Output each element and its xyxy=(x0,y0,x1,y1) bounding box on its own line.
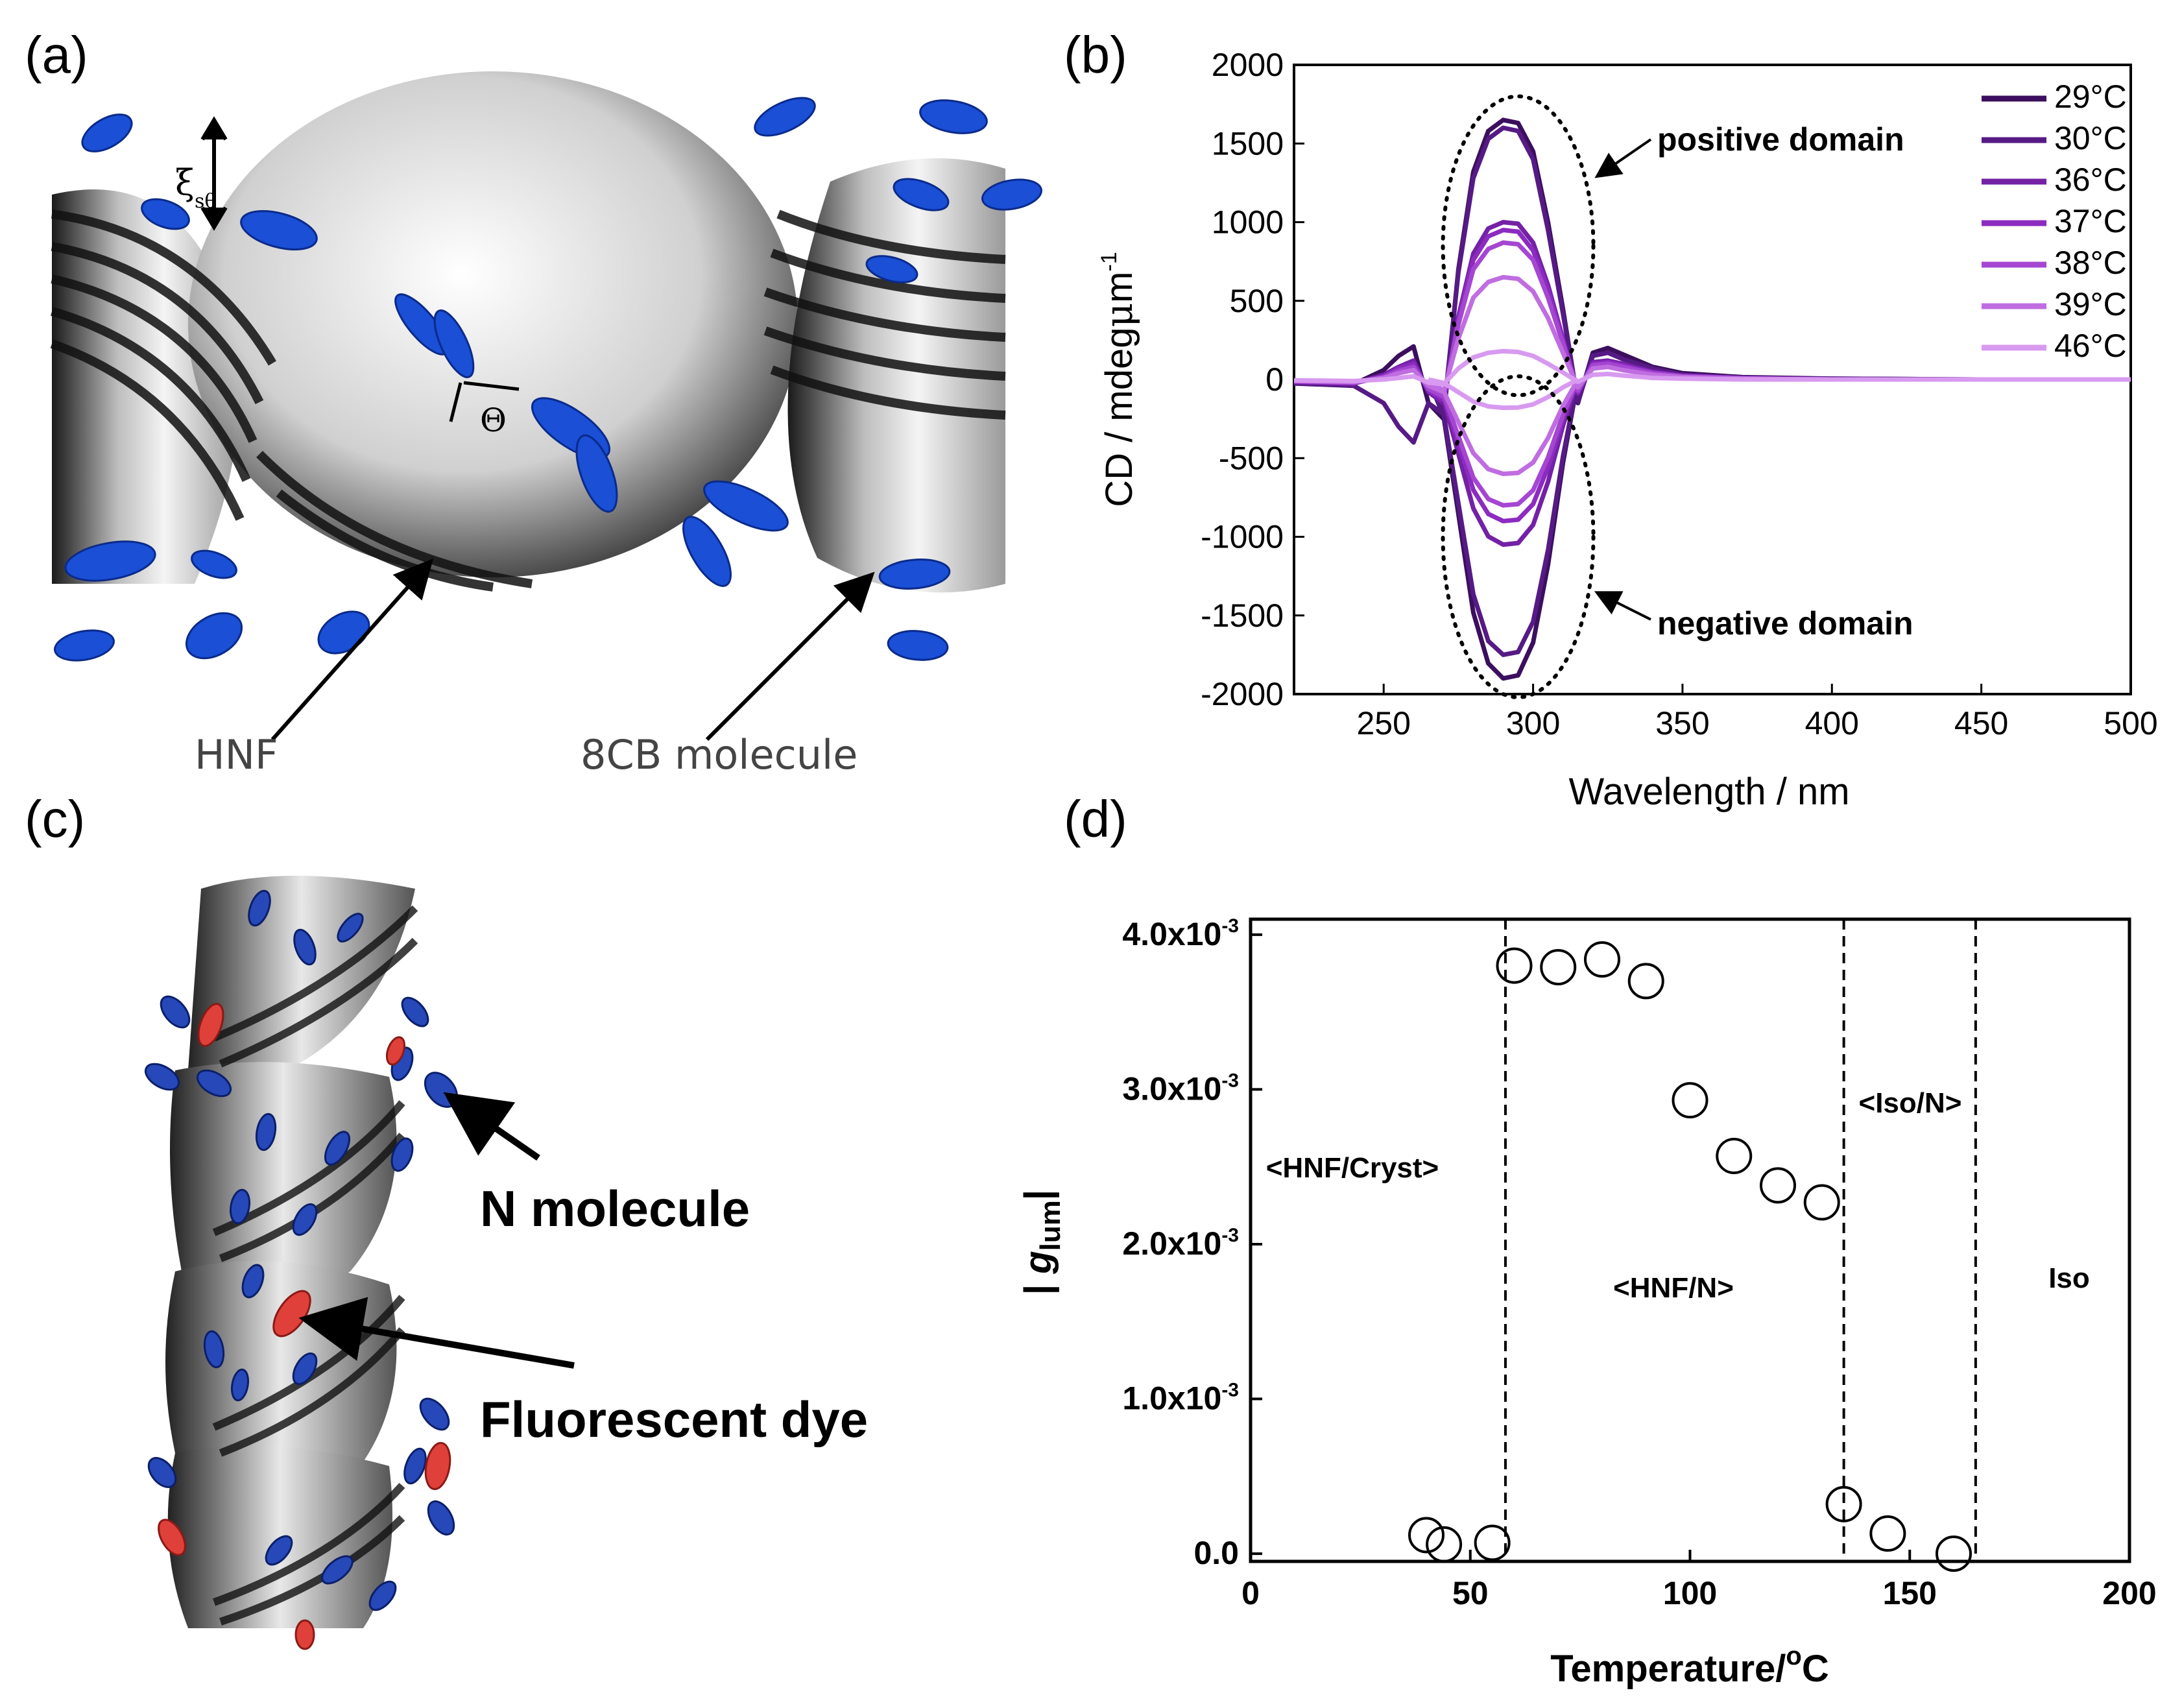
glum-data-point xyxy=(1936,1535,1972,1572)
glum-data-point xyxy=(1474,1524,1511,1561)
negative-domain-label: negative domain xyxy=(1657,605,1913,642)
x-tick-label-d: 50 xyxy=(1452,1575,1489,1611)
y-tick-label-b: 500 xyxy=(1230,283,1284,319)
y-tick-label-b: -2000 xyxy=(1201,676,1284,712)
xi-symbol: ξ xyxy=(175,162,195,203)
legend-b: 29°C 30°C 36°C 37°C 38°C 39°C 46°C xyxy=(1982,78,2127,364)
helix-illustration-a xyxy=(50,71,1006,593)
x-tick-label-b: 350 xyxy=(1655,705,1709,741)
legend-label-29: 29°C xyxy=(2054,78,2127,115)
cd-series-30-negative xyxy=(1426,378,1581,657)
panel-d: (d) 0.01.0x10-32.0x10-33.0x10-34.0x10-3 … xyxy=(1017,790,2157,1690)
hnf-label: HNF xyxy=(195,731,278,778)
n-molecule-label: N molecule xyxy=(480,1180,750,1237)
y-tick-label-b: 1000 xyxy=(1212,204,1284,241)
cd-series-30-line xyxy=(1293,125,2131,445)
y-tick-label-d: 2.0x10-3 xyxy=(1122,1225,1239,1262)
y-tick-label-b: 2000 xyxy=(1212,47,1284,83)
legend-label-38: 38°C xyxy=(2054,245,2127,281)
y-axis-title-b: CD / mdegμm-1 xyxy=(1097,252,1141,507)
cd-series-46-line xyxy=(1293,348,2131,387)
annotation-arrows-a xyxy=(200,116,875,741)
theta-symbol: Θ xyxy=(480,402,507,439)
x-tick-label-d: 200 xyxy=(2102,1575,2156,1611)
x-axis-title-d: Temperature/oC xyxy=(1550,1642,1828,1690)
y-axis-title-d: | glum| xyxy=(1017,1190,1066,1295)
x-tick-label-d: 150 xyxy=(1883,1575,1937,1611)
glum-data-point xyxy=(1584,941,1620,978)
x-tick-label-b: 300 xyxy=(1506,705,1560,741)
y-tick-label-d: 3.0x10-3 xyxy=(1122,1070,1239,1107)
panel-a: (a) xyxy=(25,26,1042,778)
x-axis-title-b: Wavelength / nm xyxy=(1568,771,1849,813)
y-tick-label-d: 0.0 xyxy=(1193,1535,1239,1571)
y-tick-label-b: 0 xyxy=(1265,361,1284,398)
positive-domain-label: positive domain xyxy=(1657,121,1904,158)
glum-data-point xyxy=(1803,1184,1840,1221)
legend-label-46: 46°C xyxy=(2054,328,2127,364)
x-axis-d: 0 50 100 150 200 xyxy=(1241,1550,2157,1611)
x-tick-label-b: 250 xyxy=(1356,705,1410,741)
cd-series-39-negative xyxy=(1427,378,1580,476)
y-tick-label-b: 1500 xyxy=(1212,125,1284,162)
cd-series-36-negative xyxy=(1426,378,1581,547)
panel-c: (c) xyxy=(25,790,868,1650)
y-axis-d: 0.0 1.0x10-3 2.0x10-3 3.0x10-3 4.0x10-3 xyxy=(1122,915,1262,1571)
glum-data-point xyxy=(1825,1485,1862,1522)
cd-series-38-negative xyxy=(1426,378,1580,508)
x-tick-label-b: 450 xyxy=(1954,705,2008,741)
xi-subscript: sθ xyxy=(195,190,216,213)
y-axis-b: -2000 -1500 -1000 -500 0 500 1000 1500 2000 xyxy=(1201,47,1304,712)
legend-label-39: 39°C xyxy=(2054,286,2127,322)
x-tick-label-b: 500 xyxy=(2104,705,2157,741)
legend-label-30: 30°C xyxy=(2054,120,2127,156)
y-tick-label-d: 4.0x10-3 xyxy=(1122,915,1239,952)
n-molecules-c xyxy=(144,889,459,1611)
glum-data-point xyxy=(1540,948,1577,985)
glum-data-point xyxy=(1426,1526,1463,1563)
panel-c-label: (c) xyxy=(25,790,85,848)
panel-b: (b) -2000-1500-1000-5000500100015002000 … xyxy=(1064,26,2158,813)
region-dividers-d xyxy=(1504,919,1977,1561)
dye-arrow xyxy=(298,1297,575,1369)
region-hnf-n-label: <HNF/N> xyxy=(1613,1272,1734,1304)
x-tick-label-d: 0 xyxy=(1241,1575,1260,1611)
glum-data-point xyxy=(1496,947,1533,984)
8cb-molecule-label: 8CB molecule xyxy=(581,731,857,778)
y-tick-label-d: 1.0x10-3 xyxy=(1122,1380,1239,1417)
y-tick-label-b: -1000 xyxy=(1201,519,1284,555)
positive-domain-arrow xyxy=(1594,138,1652,178)
x-axis-b: 250 300 350 400 450 500 xyxy=(1356,684,2158,741)
fluorescent-dye-label: Fluorescent dye xyxy=(480,1391,868,1448)
glum-data-point xyxy=(1760,1167,1796,1204)
y-tick-label-b: -1500 xyxy=(1201,597,1284,634)
panel-b-label: (b) xyxy=(1064,26,1127,84)
panel-a-label: (a) xyxy=(25,26,88,84)
plot-frame-d xyxy=(1249,917,2131,1563)
y-tick-label-b: -500 xyxy=(1219,440,1284,476)
glum-data-point xyxy=(1869,1515,1906,1552)
positive-domain-ellipse xyxy=(1441,94,1596,398)
region-iso-label: Iso xyxy=(2048,1262,2090,1294)
legend-label-37: 37°C xyxy=(2054,203,2127,239)
glum-data-point xyxy=(1408,1517,1445,1554)
region-hnf-cryst-label: <HNF/Cryst> xyxy=(1266,1152,1439,1184)
panel-d-label: (d) xyxy=(1064,790,1127,848)
region-iso-n-label: <Iso/N> xyxy=(1859,1087,1962,1119)
legend-label-36: 36°C xyxy=(2054,162,2127,198)
negative-domain-arrow xyxy=(1594,591,1651,621)
helix-illustration-c xyxy=(165,876,418,1628)
glum-data-point xyxy=(1672,1082,1708,1119)
x-tick-label-d: 100 xyxy=(1663,1575,1717,1611)
glum-data-point xyxy=(1716,1137,1753,1174)
x-tick-label-b: 400 xyxy=(1805,705,1859,741)
n-molecule-arrow xyxy=(443,1092,540,1161)
negative-domain-ellipse xyxy=(1441,374,1596,699)
glum-data-point xyxy=(1627,963,1664,1000)
scatter-points-d xyxy=(1408,941,1972,1572)
molecules-a xyxy=(54,97,1042,662)
series-group-b xyxy=(1293,117,2131,681)
